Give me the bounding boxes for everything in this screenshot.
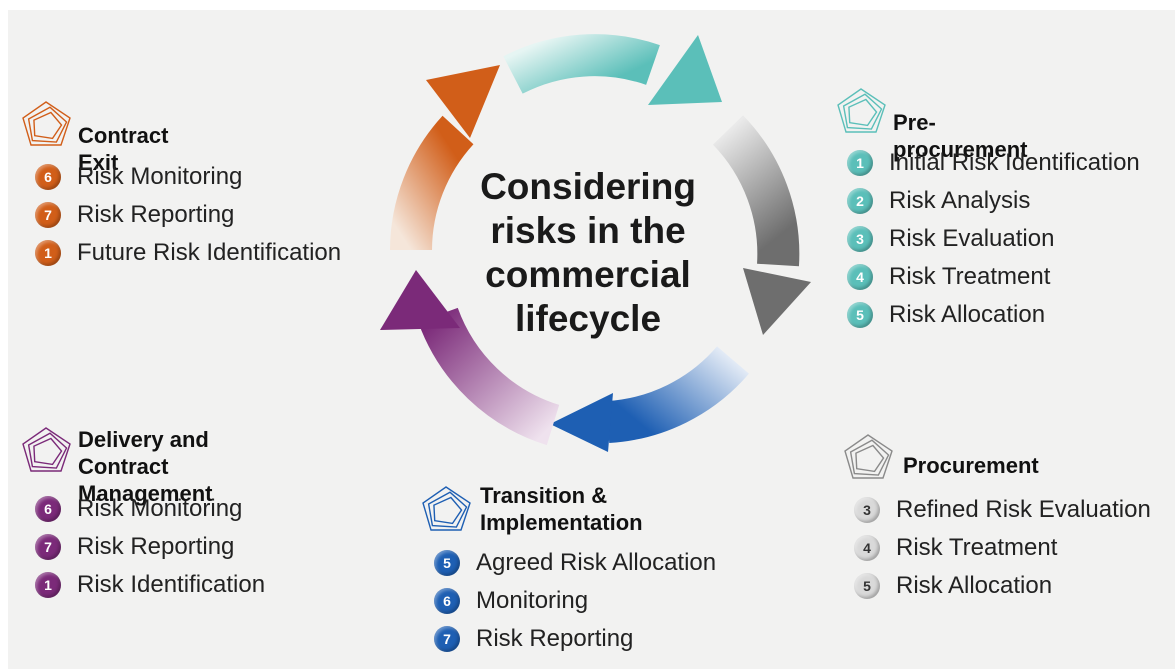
step-badge: 6	[434, 588, 460, 614]
arrow-teal	[503, 34, 722, 105]
item-label: Risk Reporting	[476, 625, 634, 652]
arrow-blue	[550, 345, 749, 452]
step-badge: 5	[854, 573, 880, 599]
item-label: Monitoring	[476, 587, 589, 614]
group-title-line: Delivery and Contract	[78, 427, 209, 479]
step-badge: 5	[434, 550, 460, 576]
list-item: 3 Refined Risk Evaluation	[854, 495, 1151, 525]
item-label: Risk Analysis	[889, 187, 1031, 214]
group-title-line: Management	[78, 481, 213, 506]
center-title-line: commercial	[485, 254, 691, 295]
step-badge: 5	[847, 302, 873, 328]
arrow-grey	[712, 115, 811, 335]
item-label: Refined Risk Evaluation	[896, 496, 1151, 523]
list-item: 7 Risk Reporting	[434, 624, 633, 654]
step-badge: 4	[847, 264, 873, 290]
pentagon-grey-icon	[844, 434, 893, 479]
list-item: 6 Monitoring	[434, 586, 588, 616]
list-item: 4 Risk Treatment	[847, 262, 1050, 292]
list-item: 1 Initial Risk Identification	[847, 148, 1140, 178]
item-label: Risk Reporting	[77, 201, 235, 228]
cycle-center-title: Considering risks in the commercial life…	[438, 165, 738, 341]
list-item: 6 Risk Monitoring	[35, 494, 242, 524]
list-item: 1 Future Risk Identification	[35, 238, 341, 268]
item-label: Initial Risk Identification	[889, 149, 1140, 176]
item-label: Risk Monitoring	[77, 495, 243, 522]
step-badge: 1	[35, 572, 61, 598]
list-item: 5 Agreed Risk Allocation	[434, 548, 716, 578]
center-title-line: lifecycle	[514, 298, 662, 339]
list-item: 3 Risk Evaluation	[847, 224, 1054, 254]
item-label: Risk Monitoring	[77, 163, 243, 190]
step-badge: 7	[35, 202, 61, 228]
lifecycle-cycle-arrows	[380, 34, 811, 452]
item-label: Risk Evaluation	[889, 225, 1055, 252]
center-title-line: Considering	[480, 166, 696, 207]
step-badge: 4	[854, 535, 880, 561]
step-badge: 7	[434, 626, 460, 652]
list-item: 4 Risk Treatment	[854, 533, 1057, 563]
group-title: Procurement	[903, 453, 1039, 478]
list-item: 5 Risk Allocation	[854, 571, 1052, 601]
step-badge: 3	[854, 497, 880, 523]
step-badge: 3	[847, 226, 873, 252]
list-item: 7 Risk Reporting	[35, 200, 234, 230]
item-label: Risk Identification	[77, 571, 266, 598]
pentagon-orange-icon	[22, 101, 71, 146]
pentagon-teal-icon	[837, 88, 886, 133]
group-title: Transition & Implementation	[480, 482, 643, 536]
step-badge: 6	[35, 496, 61, 522]
step-badge: 1	[847, 150, 873, 176]
list-item: 6 Risk Monitoring	[35, 162, 242, 192]
group-title: Contract Exit	[78, 123, 169, 175]
group-title-line: Transition &	[480, 483, 608, 508]
arrow-purple	[380, 270, 560, 446]
step-badge: 2	[847, 188, 873, 214]
group-title: Delivery and Contract Management	[78, 426, 212, 507]
item-label: Future Risk Identification	[77, 239, 342, 266]
item-label: Risk Treatment	[889, 263, 1051, 290]
diagram-canvas: Considering risks in the commercial life…	[8, 10, 1175, 669]
center-title-line: risks in the	[490, 210, 686, 251]
item-label: Risk Treatment	[896, 534, 1058, 561]
list-item: 5 Risk Allocation	[847, 300, 1045, 330]
list-item: 7 Risk Reporting	[35, 532, 234, 562]
list-item: 1 Risk Identification	[35, 570, 265, 600]
group-title-line: Implementation	[480, 510, 643, 535]
item-label: Risk Allocation	[896, 572, 1053, 599]
pentagon-blue-icon	[422, 486, 471, 531]
item-label: Risk Allocation	[889, 301, 1046, 328]
pentagon-purple-icon	[22, 427, 71, 472]
list-item: 2 Risk Analysis	[847, 186, 1030, 216]
item-label: Risk Reporting	[77, 533, 235, 560]
step-badge: 1	[35, 240, 61, 266]
item-label: Agreed Risk Allocation	[476, 549, 717, 576]
arrow-orange	[390, 65, 500, 251]
step-badge: 7	[35, 534, 61, 560]
step-badge: 6	[35, 164, 61, 190]
group-title: Pre-procurement	[893, 110, 1028, 162]
